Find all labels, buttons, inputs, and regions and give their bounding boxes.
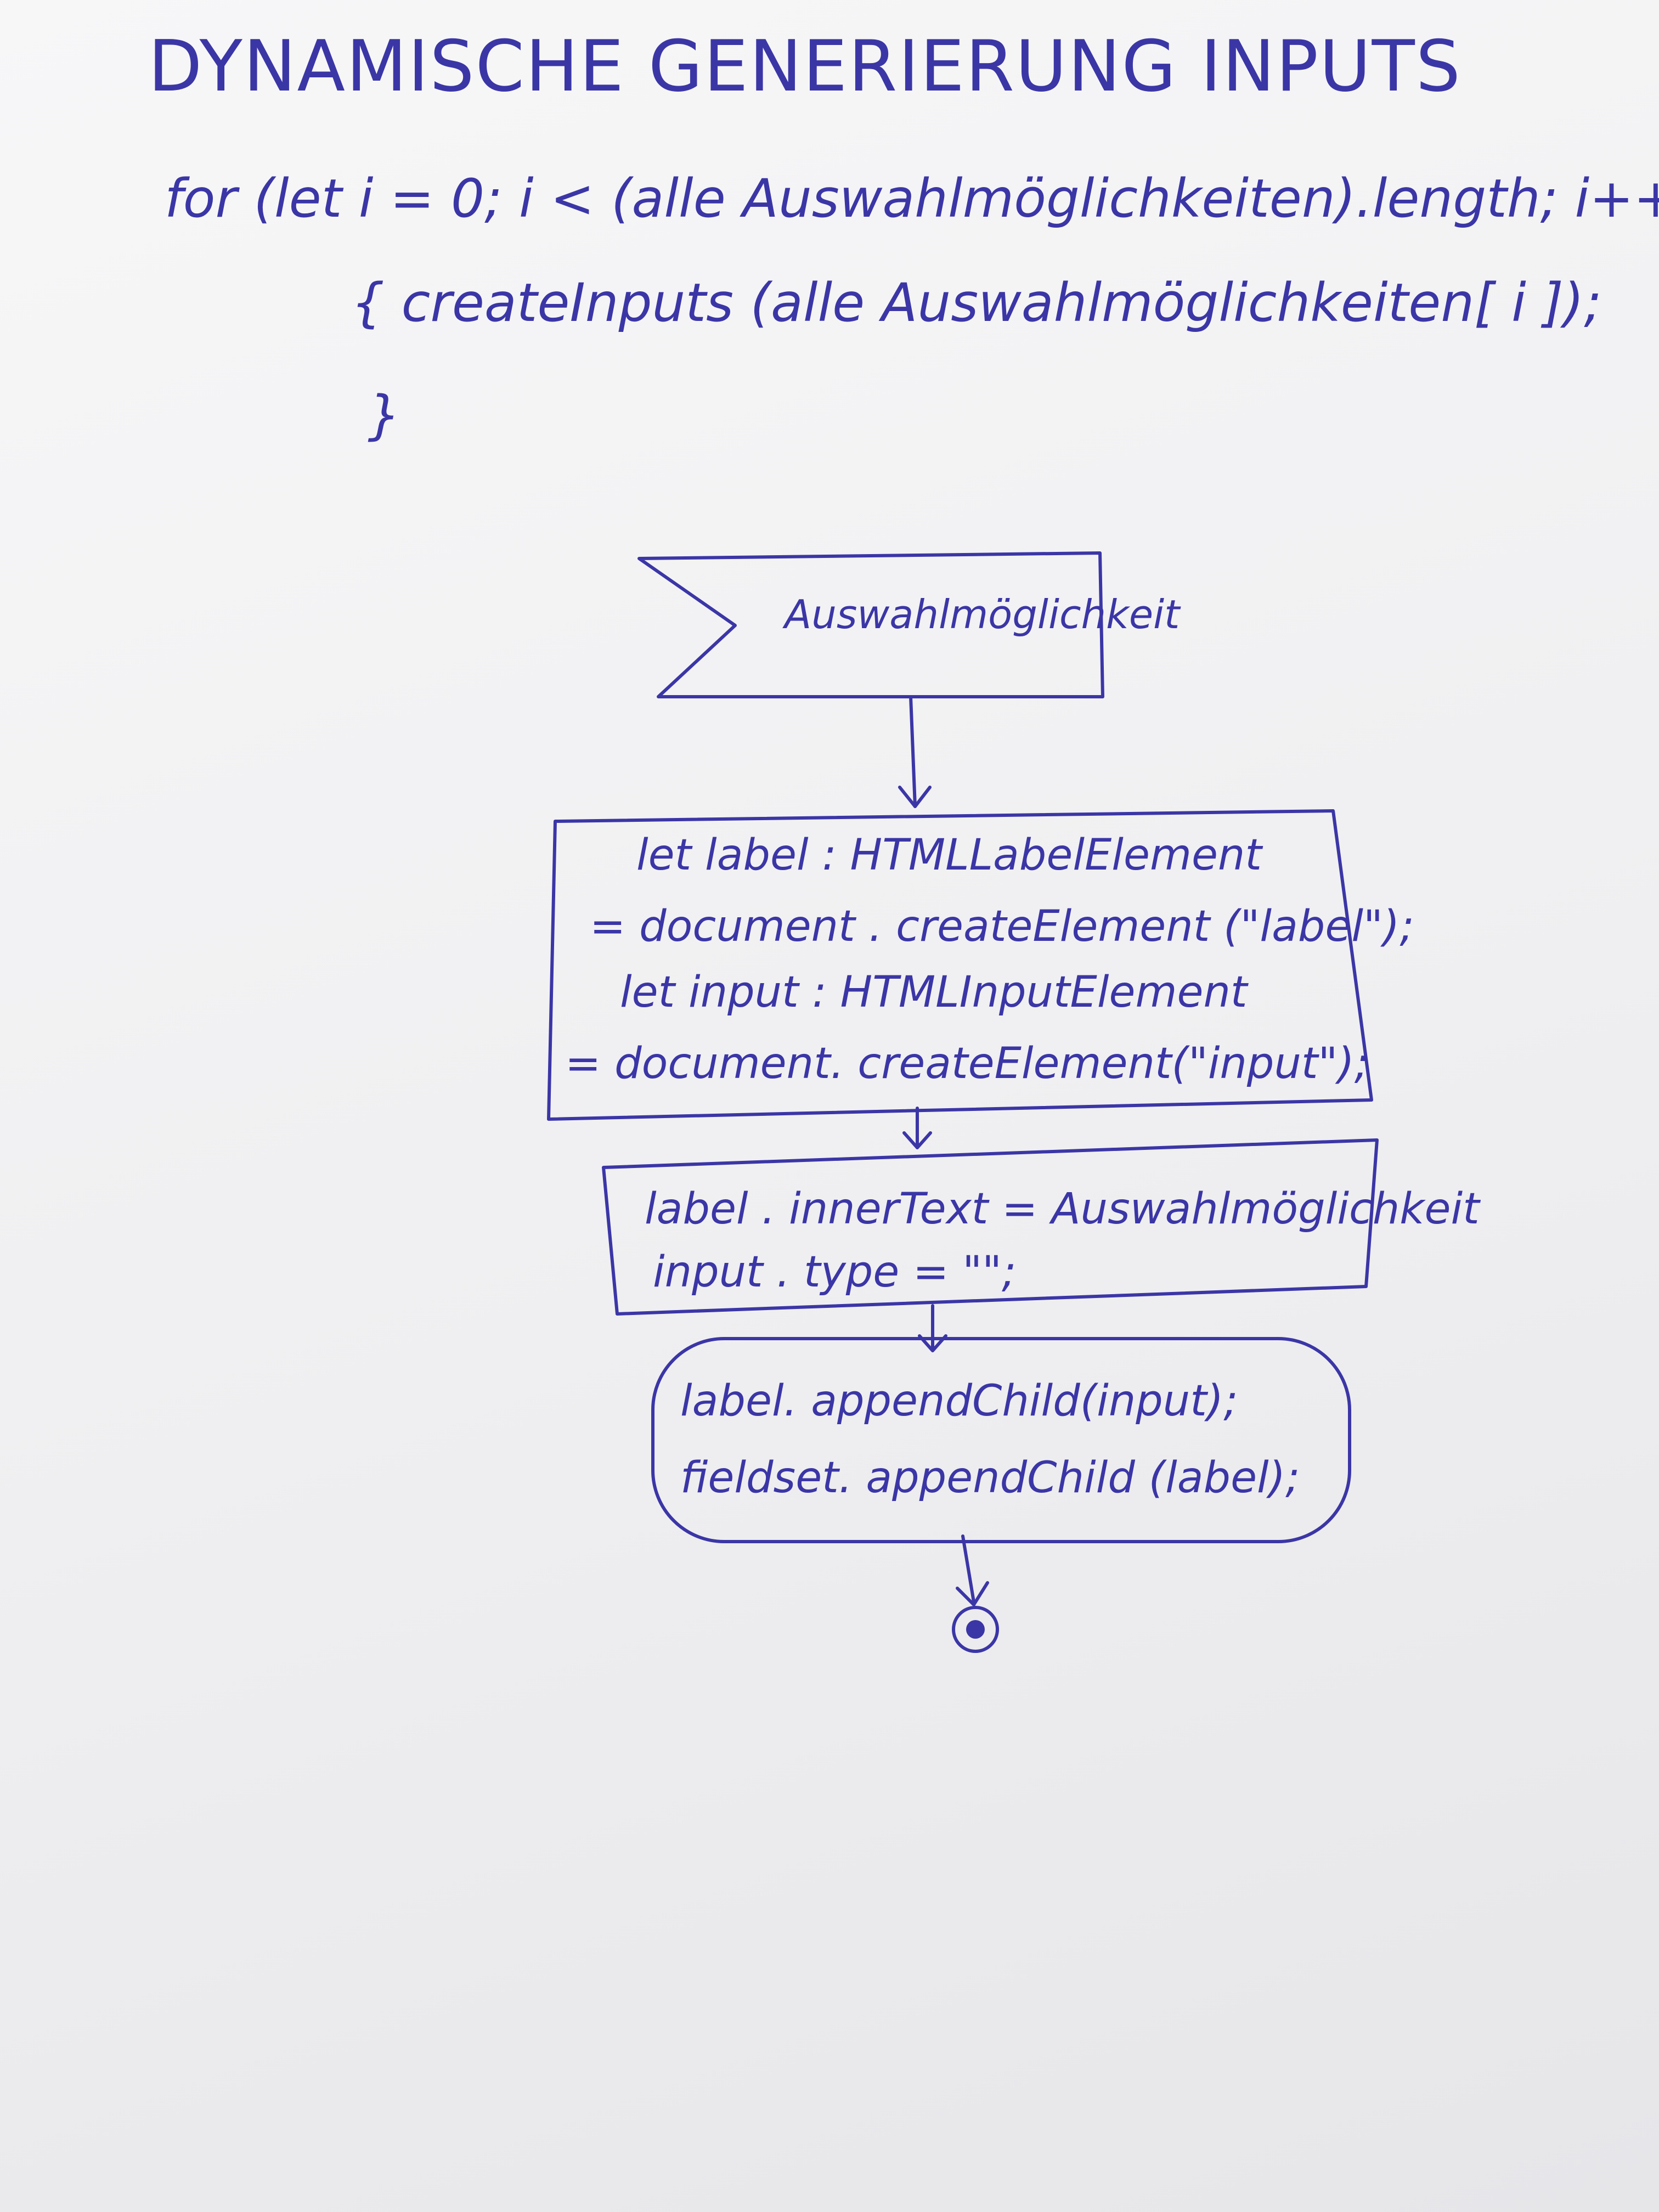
code-line-create-inputs: { createInputs (alle Auswahlmöglichkeite… [351, 272, 1602, 334]
arrow-box2-to-box3 [918, 1304, 947, 1352]
action-box-append-children: label. appendChild(input); fieldset. app… [651, 1337, 1351, 1543]
code-line-closing-brace: } [368, 385, 401, 446]
end-node [952, 1606, 999, 1653]
action-box-set-properties: label . innerText = Auswahlmöglichkeit i… [602, 1138, 1481, 1316]
arrow-start-to-box1 [898, 695, 932, 808]
start-flag-label: Auswahlmöglichkeit [782, 591, 1181, 637]
page-title: DYNAMISCHE GENERIERUNG INPUTS [148, 26, 1462, 108]
box1-line1: let label : HTMLLabelElement [636, 831, 1263, 880]
start-flag: Auswahlmöglichkeit [637, 551, 1181, 698]
action-box-1-shape [547, 809, 1373, 1121]
box3-line2: fieldset. appendChild (label); [680, 1453, 1300, 1503]
end-node-inner [966, 1620, 985, 1639]
action-box-2-shape [602, 1138, 1379, 1316]
code-line-for-loop: for (let i = 0; i < (alle Auswahlmöglich… [165, 168, 1659, 229]
start-flag-shape [637, 551, 1104, 698]
box1-line2: = document . createElement ("label"); [590, 902, 1414, 951]
box1-line3: let input : HTMLInputElement [620, 968, 1249, 1017]
arrow-box3-to-end [956, 1534, 989, 1606]
box2-line1: label . innerText = Auswahlmöglichkeit [645, 1184, 1481, 1234]
action-box-3-shape [651, 1337, 1351, 1543]
arrow-box1-to-box2 [902, 1107, 932, 1149]
box1-line4: = document. createElement("input"); [565, 1039, 1369, 1088]
end-node-outer [952, 1606, 999, 1653]
action-box-declare-elements: let label : HTMLLabelElement = document … [547, 809, 1414, 1121]
box3-line1: label. appendChild(input); [680, 1376, 1238, 1426]
box2-line2: input . type = ""; [653, 1248, 1016, 1297]
